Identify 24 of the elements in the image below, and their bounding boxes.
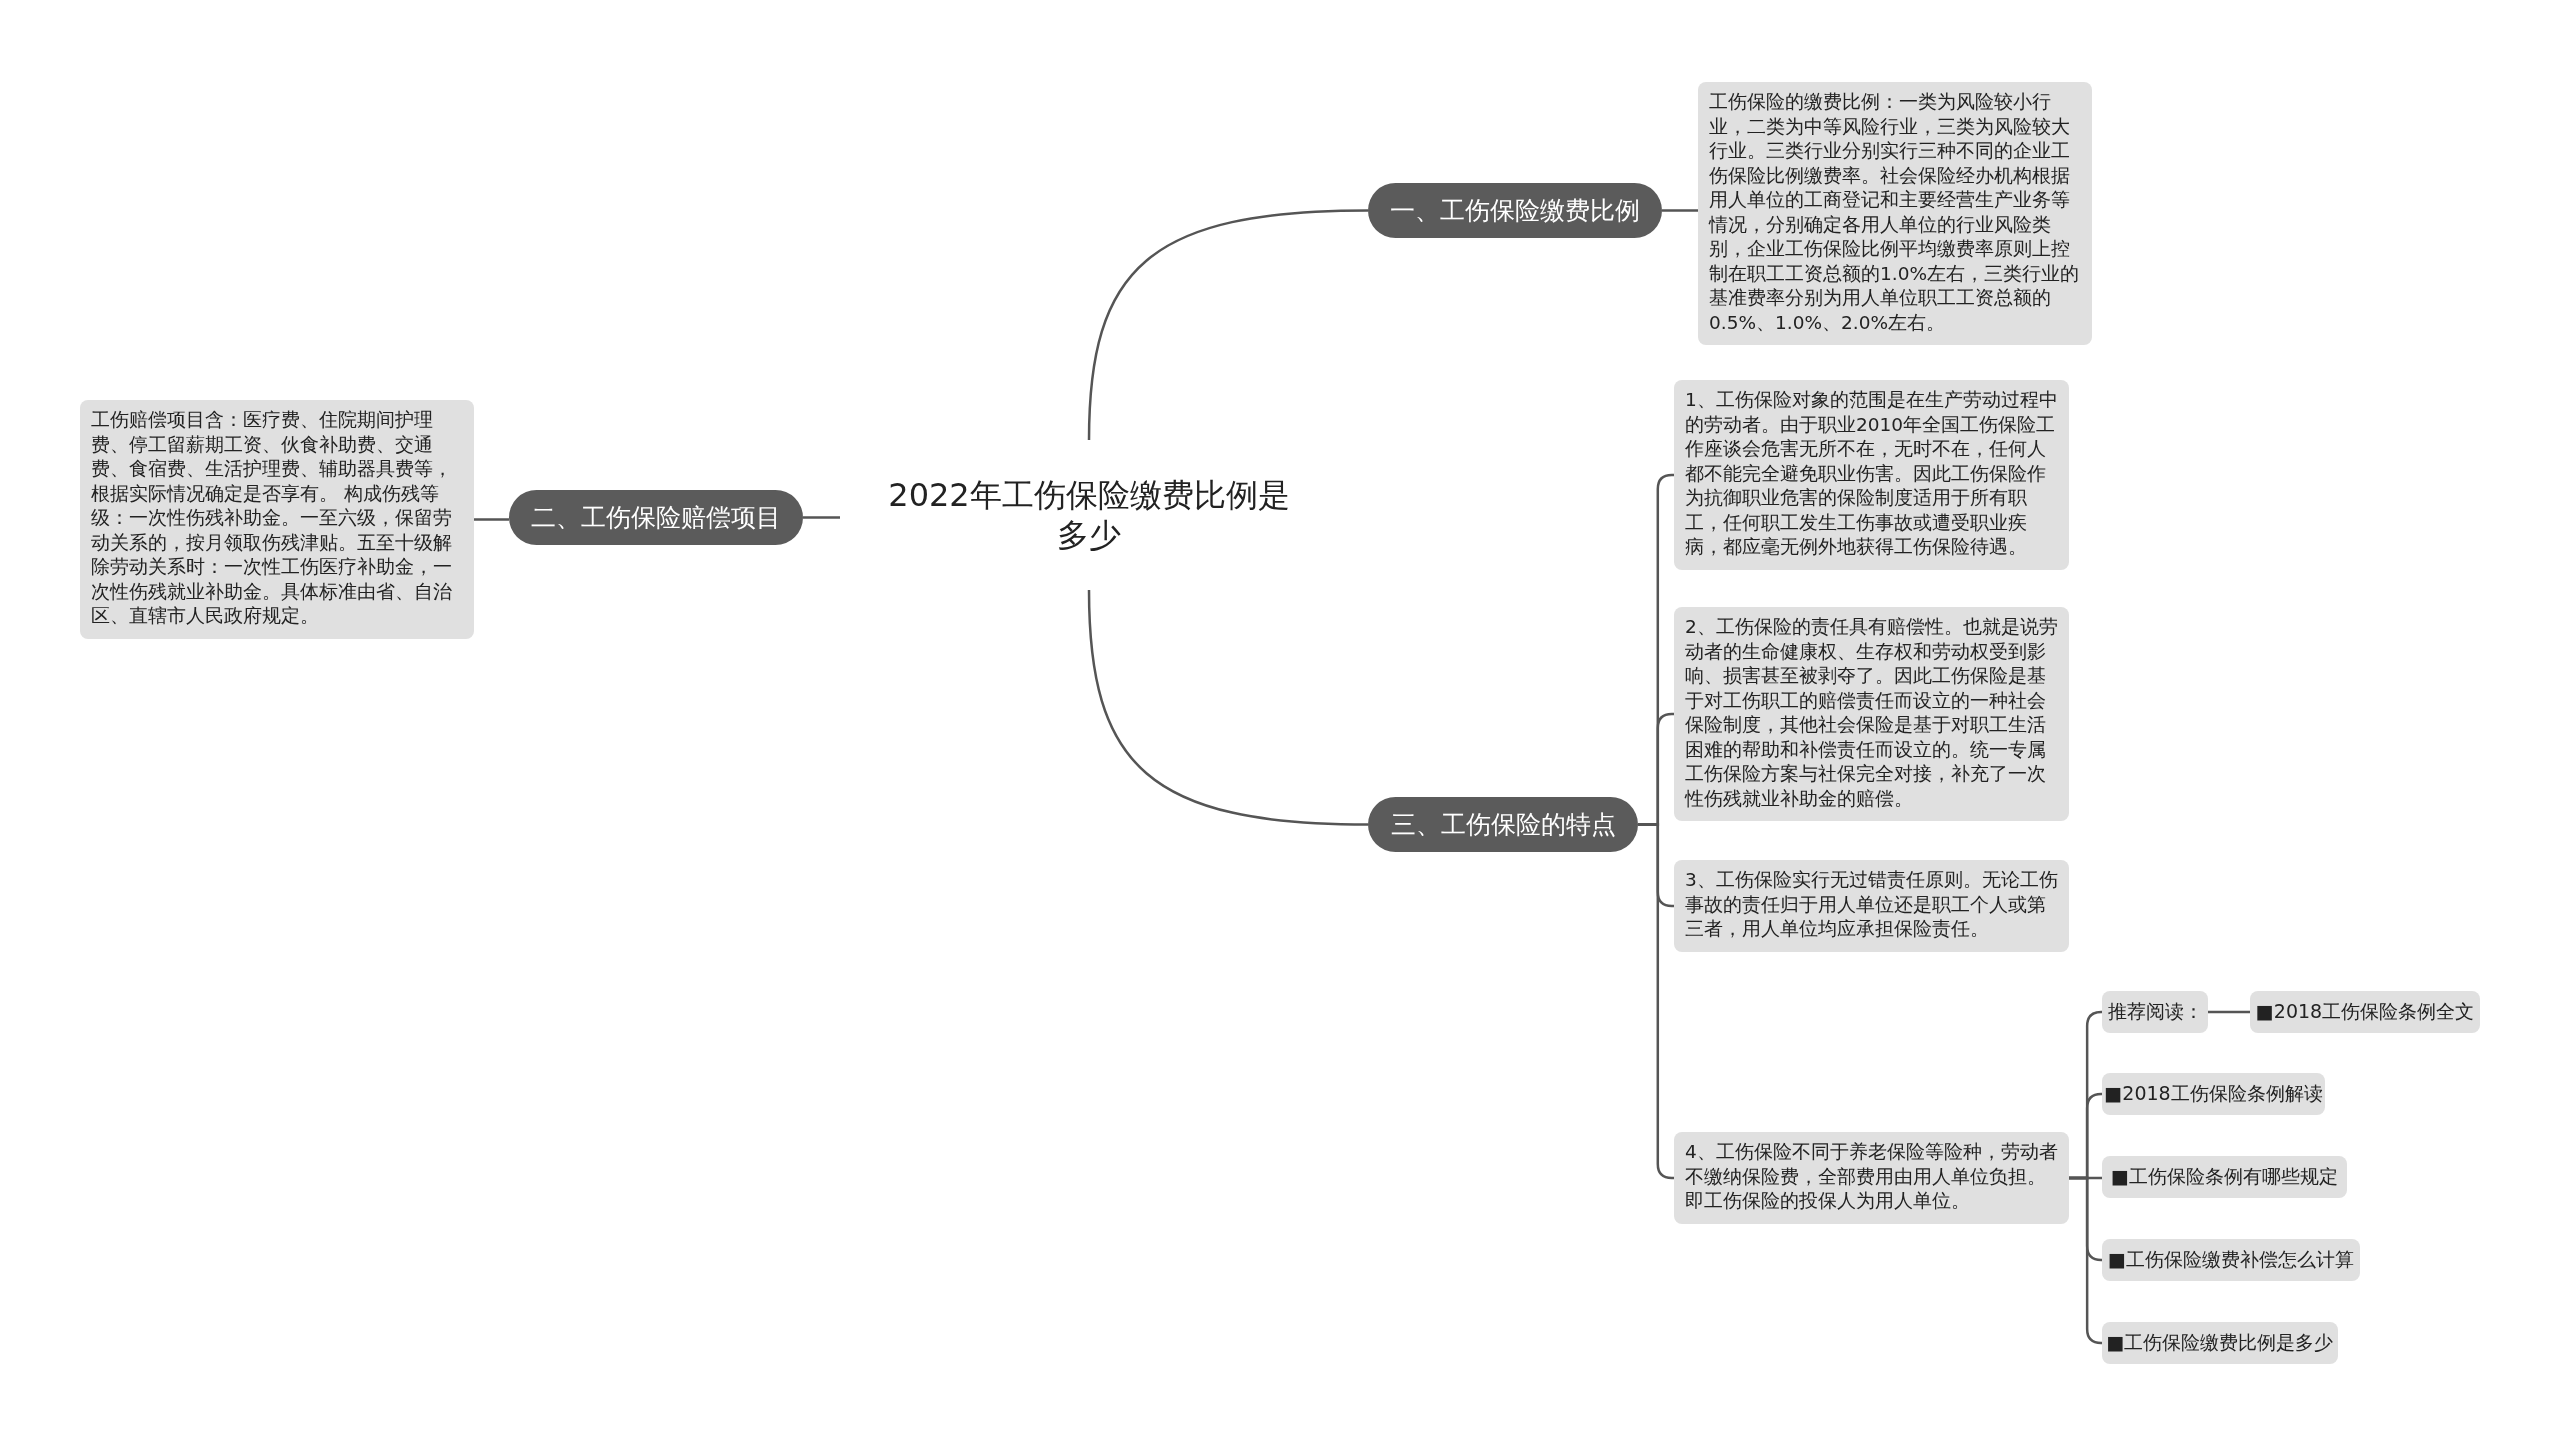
link-box: 推荐阅读： bbox=[2102, 991, 2208, 1033]
note-box: 工伤赔偿项目含：医疗费、住院期间护理费、停工留薪期工资、伙食补助费、交通费、食宿费、生活护理费、辅助器具费等，根据实际情况确定是否享有。 构成伤残等级：一次性伤残补助金。一至六级，保留劳动关系的，按月领取伤残津贴。五至十级解除劳动关系时：一次性工伤医疗补助金，一次性伤残就业补助金。具体标准由省、自治区、直辖市人民政府规定。 bbox=[80, 400, 474, 639]
note-box: 1、工伤保险对象的范围是在生产劳动过程中的劳动者。由于职业2010年全国工伤保险工作座谈会危害无所不在，无时不在，任何人都不能完全避免职业伤害。因此工伤保险作为抗御职业危害的保险制度适用于所有职工，任何职工发生工伤事故或遭受职业疾病，都应毫无例外地获得工伤保险待遇。 bbox=[1674, 380, 2069, 570]
connector-line bbox=[803, 516, 840, 519]
connector-line bbox=[1087, 589, 1369, 826]
branch-topic: 二、工伤保险赔偿项目 bbox=[509, 490, 803, 545]
central-topic: 2022年工伤保险缴费比例是多少 bbox=[840, 440, 1338, 590]
connector-line bbox=[2208, 1010, 2250, 1014]
connector-line bbox=[1662, 209, 1698, 212]
link-box: ■工伤保险条例有哪些规定 bbox=[2102, 1156, 2347, 1198]
link-box: ■工伤保险缴费补偿怎么计算 bbox=[2102, 1239, 2360, 1281]
note-box: 工伤保险的缴费比例：一类为风险较小行业，二类为中等风险行业，三类为风险较大行业。三类行业分别实行三种不同的企业工伤保险比例缴费率。社会保险经办机构根据用人单位的工商登记和主要经营生产业务等情况，分别确定各用人单位的行业风险类别，企业工伤保险比例平均缴费率原则上控制在职工工资总额的1.0%左右，三类行业的基准费率分别为用人单位职工工资总额的0.5%、1.0%、2.0%左右。 bbox=[1698, 82, 2092, 345]
link-box: ■工伤保险缴费比例是多少 bbox=[2102, 1322, 2338, 1364]
link-box: ■2018工伤保险条例全文 bbox=[2250, 991, 2480, 1033]
branch-topic: 三、工伤保险的特点 bbox=[1368, 797, 1638, 852]
link-box: ■2018工伤保险条例解读 bbox=[2102, 1073, 2325, 1115]
connector-line bbox=[1638, 823, 1675, 1180]
note-box: 2、工伤保险的责任具有赔偿性。也就是说劳动者的生命健康权、生存权和劳动权受到影响、损害甚至被剥夺了。因此工伤保险是基于对工伤职工的赔偿责任而设立的一种社会保险制度，其他社会保险是基于对职工生活困难的帮助和补偿责任而设立的。统一专属工伤保险方案与社保完全对接，补充了一次性伤残就业补助金的赔偿。 bbox=[1674, 607, 2069, 821]
connector-line bbox=[2069, 1176, 2103, 1345]
connector-line bbox=[1087, 209, 1369, 441]
branch-topic: 一、工伤保险缴费比例 bbox=[1368, 183, 1662, 238]
connector-line bbox=[474, 518, 509, 521]
note-box: 4、工伤保险不同于养老保险等险种，劳动者不缴纳保险费，全部费用由用人单位负担。即工伤保险的投保人为用人单位。 bbox=[1674, 1132, 2069, 1224]
note-box: 3、工伤保险实行无过错责任原则。无论工伤事故的责任归于用人单位还是职工个人或第三者，用人单位均应承担保险责任。 bbox=[1674, 860, 2069, 952]
